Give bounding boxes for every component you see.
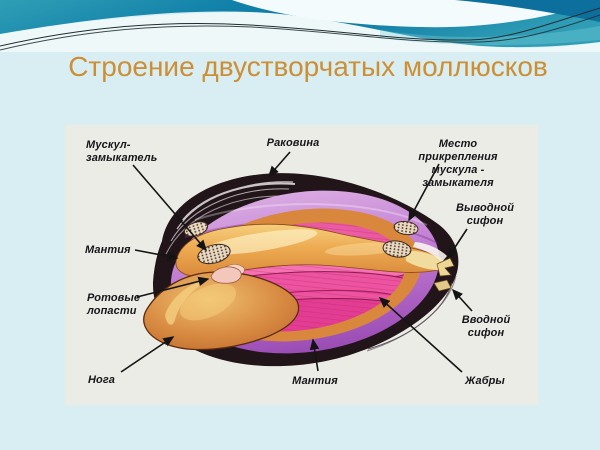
accent-line-2 [0,14,600,51]
oral-lobes-shape [210,264,245,284]
arrow-excurrent-siphon [447,228,468,260]
header-wave-decoration [0,0,600,52]
shell-growth-lines [165,181,457,352]
accent-line-1 [0,7,600,47]
diagram-panel: Мускул- замыкатель Раковина Место прикре… [65,125,538,405]
label-gills: Жабры [465,375,505,387]
white-swoosh-shape [232,0,600,28]
arrow-foot [120,336,175,373]
foot-shape [143,271,300,351]
arrow-mantle-left [134,249,179,261]
cyan-highlight-swoosh [380,26,600,46]
siphon-notches [433,257,455,292]
label-foot: Нога [88,374,115,386]
slide-title: Строение двустворчатых моллюсков [68,51,548,82]
leader-arrows [120,151,473,373]
arrow-oral-lobes [136,276,210,298]
label-mantle-left: Мантия [85,244,131,256]
label-excurrent-siphon: Выводной сифон [455,202,515,227]
label-mantle-bottom: Мантия [292,375,338,387]
arrow-adductor-muscle [132,164,208,252]
label-muscle-attachment-site: Место прикрепления мускула - замыкателя [418,138,498,189]
label-shell: Раковина [266,137,320,149]
wave-light-band-shape [0,12,600,52]
arrow-incurrent-siphon [451,288,473,312]
arrow-mantle-bottom [309,338,320,372]
label-incurrent-siphon: Вводной сифон [461,314,511,339]
arrow-attachment-site [408,163,440,222]
mollusk-illustration [120,151,473,373]
label-oral-lobes: Ротовые лопасти [87,292,141,317]
arrow-shell [267,151,291,178]
arrow-gills [378,296,463,373]
label-adductor-muscle: Мускул- замыкатель [86,139,158,164]
teal-corner-shape [455,0,600,22]
